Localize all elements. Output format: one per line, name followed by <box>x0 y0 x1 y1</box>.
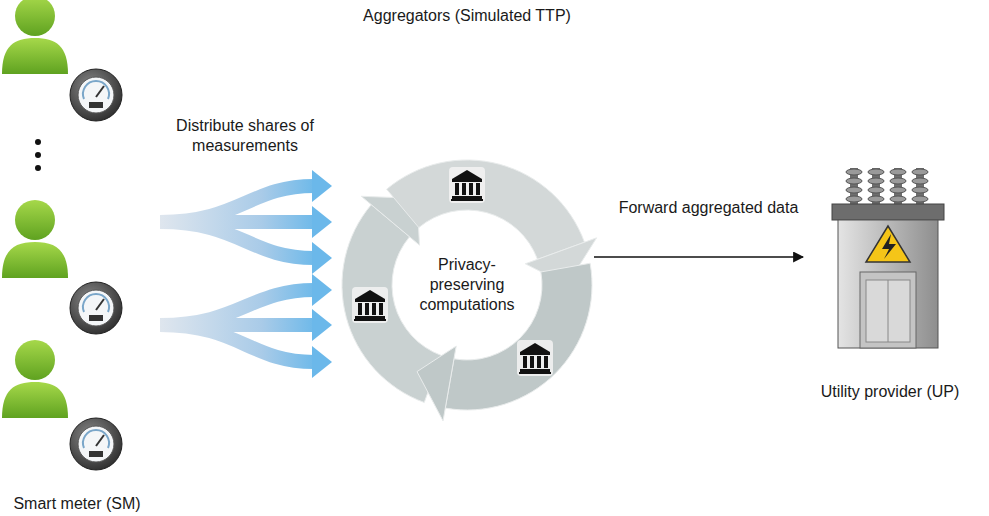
edge-label: Forward aggregated data <box>616 198 801 218</box>
ring-arrowhead <box>417 346 456 421</box>
ring-label: Privacy-preserving computations <box>411 255 523 315</box>
edge-label: Distribute shares of measurements <box>160 116 330 156</box>
utility-provider: Utility provider (UP) <box>815 160 965 402</box>
forward-arrow <box>594 256 803 258</box>
ring-segment <box>387 160 585 259</box>
smart-meter-group: Smart meter (SM) <box>0 0 154 514</box>
node-label: Utility provider (UP) <box>815 382 965 402</box>
edge-label-box: Distribute shares of measurements <box>150 116 340 156</box>
share-arrow <box>160 215 314 229</box>
group-heading: Aggregators (Simulated TTP) <box>342 6 592 160</box>
aggregator-ring: Aggregators (Simulated TTP) Privacy-prese… <box>342 6 592 410</box>
ring-center: Privacy-preserving computations <box>342 160 592 410</box>
edge-label-box: Forward aggregated data <box>606 198 811 218</box>
node-label: Smart meter (SM) <box>12 494 142 514</box>
